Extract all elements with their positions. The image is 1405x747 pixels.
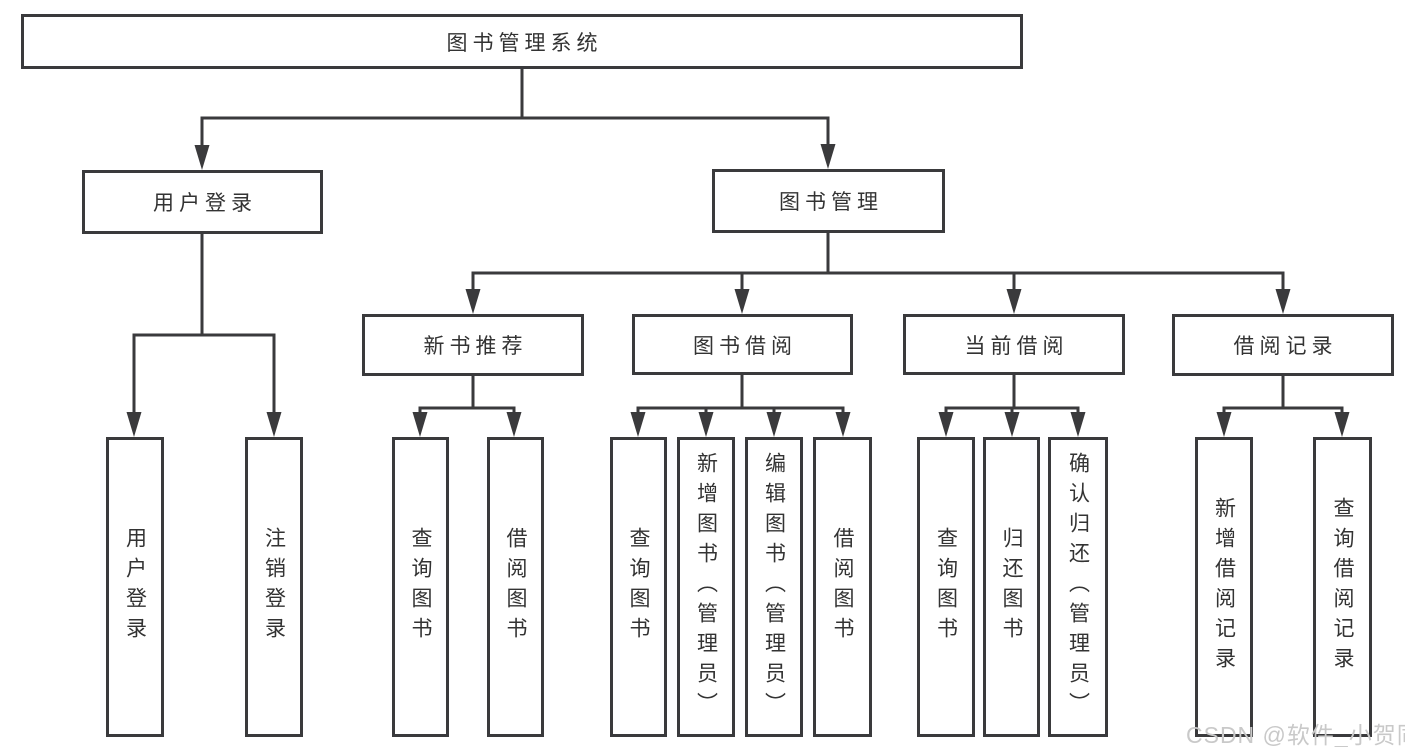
arrowhead-icon — [820, 144, 836, 169]
arrowhead-icon — [1070, 412, 1086, 437]
watermark: CSDN @软件_小贺同学 — [1186, 722, 1405, 747]
leaf-query-books-current: 查询图书 — [917, 437, 975, 737]
arrowhead-icon — [194, 145, 210, 170]
arrowhead-icon — [506, 412, 522, 437]
arrowhead-icon — [630, 412, 646, 437]
arrowhead-icon — [266, 412, 282, 437]
arrowhead-icon — [835, 412, 851, 437]
node-current-borrowing: 当前借阅 — [903, 314, 1125, 375]
leaf-add-borrow-record: 新增借阅记录 — [1195, 437, 1253, 737]
arrowhead-icon — [1334, 412, 1350, 437]
arrowhead-icon — [698, 412, 714, 437]
arrowhead-icon — [1006, 289, 1022, 314]
arrowhead-icon — [1275, 289, 1291, 314]
node-book-management: 图书管理 — [712, 169, 945, 233]
arrowhead-icon — [1004, 412, 1020, 437]
arrowhead-icon — [734, 289, 750, 314]
leaf-query-books-borrowing: 查询图书 — [610, 437, 667, 737]
node-new-book-recommendation: 新书推荐 — [362, 314, 584, 376]
leaf-return-books: 归还图书 — [983, 437, 1040, 737]
arrowhead-icon — [938, 412, 954, 437]
leaf-edit-books-admin: 编辑图书（管理员） — [745, 437, 803, 737]
arrowhead-icon — [126, 412, 142, 437]
arrowhead-icon — [766, 412, 782, 437]
leaf-logout: 注销登录 — [245, 437, 303, 737]
node-user-login: 用户登录 — [82, 170, 323, 234]
leaf-confirm-return-admin: 确认归还（管理员） — [1048, 437, 1108, 737]
leaf-query-books-recommend: 查询图书 — [392, 437, 449, 737]
node-library-management-system: 图书管理系统 — [21, 14, 1023, 69]
leaf-borrow-books-borrowing: 借阅图书 — [813, 437, 872, 737]
leaf-user-login: 用户登录 — [106, 437, 164, 737]
node-borrowing-records: 借阅记录 — [1172, 314, 1394, 376]
leaf-query-borrow-record: 查询借阅记录 — [1313, 437, 1372, 737]
arrowhead-icon — [1216, 412, 1232, 437]
arrowhead-icon — [412, 412, 428, 437]
node-book-borrowing: 图书借阅 — [632, 314, 853, 375]
leaf-borrow-books-recommend: 借阅图书 — [487, 437, 544, 737]
leaf-add-books-admin: 新增图书（管理员） — [677, 437, 735, 737]
arrowhead-icon — [465, 289, 481, 314]
